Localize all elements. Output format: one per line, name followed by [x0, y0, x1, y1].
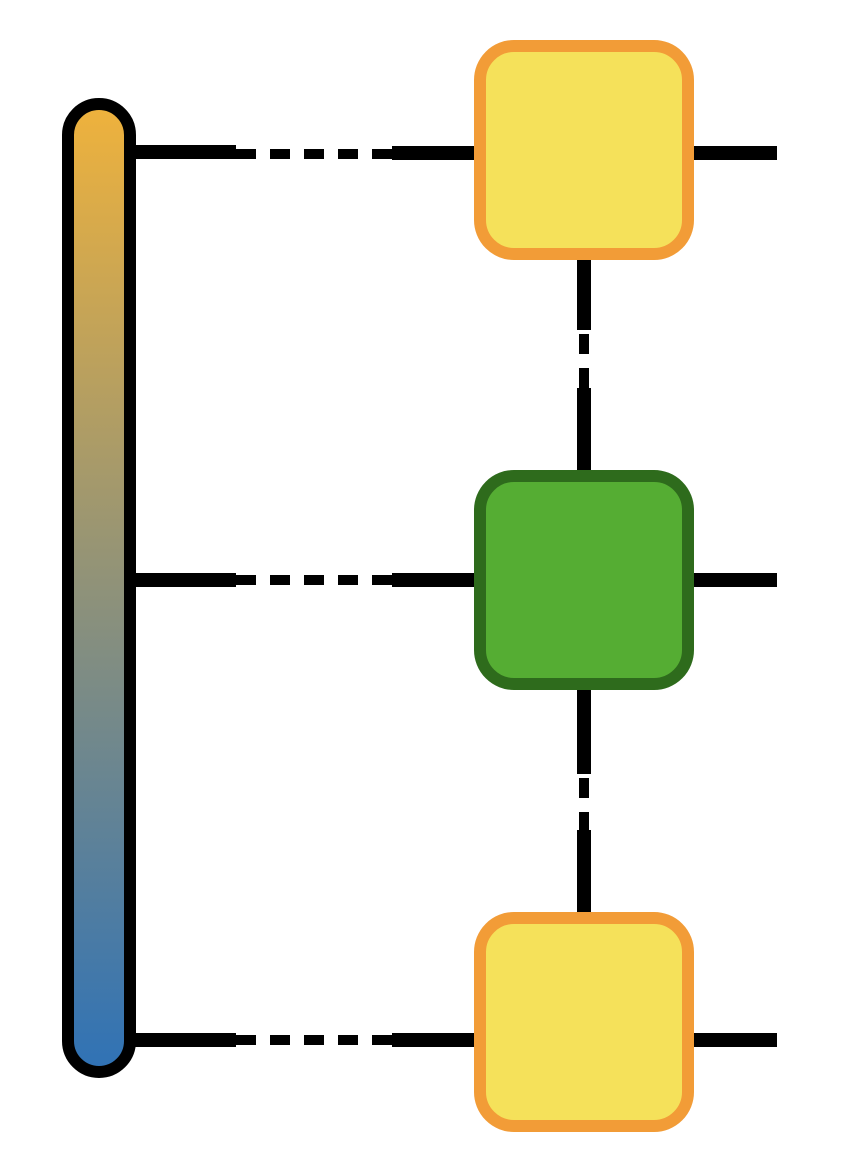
site-output-legs	[690, 146, 777, 1047]
top-site	[474, 40, 694, 260]
connector-row-top	[130, 145, 480, 160]
middle-site	[474, 470, 694, 690]
bottom-site	[474, 912, 694, 1132]
boundary-bar	[62, 98, 136, 1078]
bar-to-site-connectors	[130, 145, 480, 1047]
